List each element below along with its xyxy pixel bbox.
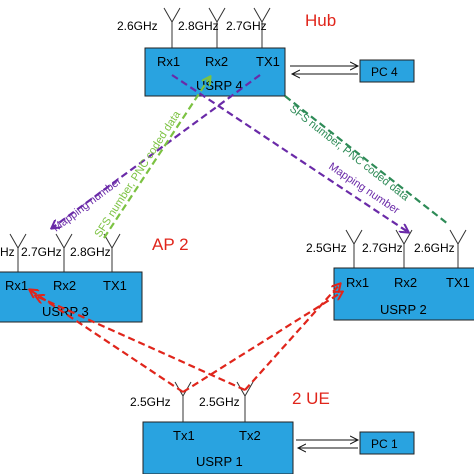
ap-to-hub-data-arrow — [103, 77, 210, 239]
right-port-rx2: Rx2 — [394, 275, 417, 290]
hub-device-label: USRP 4 — [196, 78, 243, 93]
ap-node: AP 2 Hz 2.7GHz 2.8GHz Rx1 Rx2 TX1 USRP 3 — [0, 233, 189, 323]
pc-4-box — [359, 59, 415, 83]
usrp-4-box — [144, 47, 286, 97]
right-port-rx1: Rx1 — [346, 275, 369, 290]
ue-freq-1: 2.5GHz — [130, 395, 171, 409]
ap-title: AP 2 — [152, 235, 189, 254]
ue-freq-2: 2.5GHz — [199, 395, 240, 409]
ue-title: 2 UE — [292, 389, 330, 408]
hub-to-right-mapping-arrow — [171, 74, 408, 232]
ue-port-tx2: Tx2 — [239, 428, 261, 443]
ap-port-rx2: Rx2 — [53, 278, 76, 293]
right-freq-2: 2.7GHz — [362, 241, 403, 255]
ue-device-label: USRP 1 — [196, 454, 243, 469]
antenna-icon — [345, 229, 363, 268]
hub-port-rx2: Rx2 — [205, 54, 228, 69]
ap-freq-1: Hz — [0, 245, 15, 259]
link-label-sfs-left: SFS number, PNC coded data — [92, 108, 183, 239]
ap-freq-2: 2.7GHz — [21, 245, 62, 259]
antenna-icon — [253, 7, 271, 48]
right-port-tx1: TX1 — [446, 275, 470, 290]
right-device-label: USRP 2 — [380, 302, 427, 317]
hub-freq-2: 2.8GHz — [178, 19, 219, 33]
right-freq-1: 2.5GHz — [306, 241, 347, 255]
ap-freq-3: 2.8GHz — [70, 245, 111, 259]
antenna-icon — [208, 7, 226, 48]
ue-node: 2 UE 2.5GHz 2.5GHz Tx1 Tx2 USRP 1 PC 1 — [130, 381, 415, 474]
pc4-label: PC 4 — [371, 65, 398, 79]
ue-tx2-to-ap-arrow — [36, 296, 246, 392]
hub-freq-1: 2.6GHz — [117, 19, 158, 33]
antenna-icon — [9, 233, 27, 272]
hub-port-tx1: TX1 — [256, 54, 280, 69]
hub-node: Hub 2.6GHz 2.8GHz 2.7GHz Rx1 Rx2 TX1 USR… — [117, 7, 415, 97]
ap-device-label: USRP 3 — [42, 304, 89, 319]
antenna-icon — [449, 229, 467, 268]
ap-port-tx1: TX1 — [103, 278, 127, 293]
hub-to-ap-mapping-arrow — [52, 74, 261, 228]
right-freq-3: 2.6GHz — [414, 241, 455, 255]
usrp-1-box — [142, 421, 294, 474]
ue-port-tx1: Tx1 — [173, 428, 195, 443]
hub-port-rx1: Rx1 — [157, 54, 180, 69]
link-label-sfs-right: SFS number, PNC coded data — [287, 103, 412, 204]
antenna-icon — [395, 229, 413, 268]
ue-tx2-to-right-arrow — [244, 284, 340, 391]
ue-tx1-to-ap-arrow — [30, 290, 184, 393]
ap-port-rx1: Rx1 — [5, 278, 28, 293]
pc1-label: PC 1 — [371, 437, 398, 451]
antenna-icon — [163, 7, 181, 48]
ue-tx1-to-right-arrow — [182, 292, 342, 393]
hub-freq-3: 2.7GHz — [226, 19, 267, 33]
usrp-2-box — [333, 267, 474, 321]
right-to-hub-data-line — [284, 95, 449, 225]
hub-title: Hub — [305, 11, 336, 30]
antenna-icon — [55, 233, 73, 272]
usrp-3-box — [0, 271, 143, 323]
right-node: 2.5GHz 2.7GHz 2.6GHz Rx1 Rx2 TX1 USRP 2 — [306, 229, 474, 321]
pc-1-box — [359, 431, 415, 455]
